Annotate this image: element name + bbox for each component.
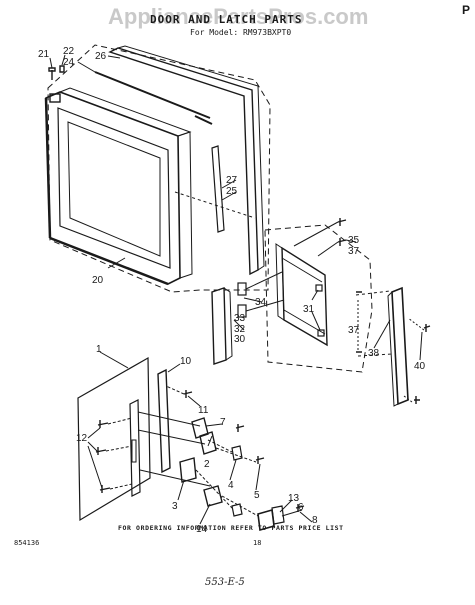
- switch-2: [199, 431, 217, 455]
- callout-3: 3: [172, 501, 178, 512]
- callout-32: 32: [234, 324, 246, 335]
- callout-33: 33: [234, 313, 246, 324]
- handwritten-note: 553-E-5: [205, 577, 245, 588]
- callout-1: 1: [96, 344, 102, 355]
- screw-40b: [414, 396, 420, 404]
- callout-37-lower: 37: [348, 325, 360, 336]
- callout-22: 22: [63, 46, 75, 57]
- mounting-plate: [77, 356, 151, 522]
- latch-group-outline: [264, 224, 373, 373]
- screw-21: [48, 67, 56, 80]
- latch-hook-upper: [237, 282, 247, 296]
- door-side-strip: [211, 145, 225, 233]
- callout-4: 4: [228, 480, 234, 491]
- callout-35: 35: [348, 235, 360, 246]
- callout-34: 34: [255, 297, 267, 308]
- screw-12a: [97, 420, 109, 428]
- callout-11: 11: [198, 405, 209, 416]
- callout-8: 8: [312, 515, 318, 526]
- callout-20: 20: [92, 275, 104, 286]
- diagram-title: DOOR AND LATCH PARTS: [150, 13, 303, 26]
- screw-12c: [99, 485, 111, 493]
- switch-3: [179, 457, 197, 483]
- callout-2: 2: [204, 459, 210, 470]
- callout-38: 38: [368, 348, 380, 359]
- callout-27: 27: [226, 175, 238, 186]
- ordering-note: FOR ORDERING INFORMATION REFER TO PARTS …: [118, 524, 344, 532]
- door-seal-strip: [94, 71, 211, 119]
- callout-14: 14: [196, 524, 208, 535]
- callout-13: 13: [288, 493, 300, 504]
- model-subtitle: For Model: RM973BXPT0: [190, 28, 292, 37]
- callout-24: 24: [63, 57, 75, 68]
- actuator-4: [231, 445, 243, 461]
- door-corner-detail: [49, 93, 61, 103]
- callout-5: 5: [254, 490, 260, 501]
- switch-6: [271, 505, 285, 525]
- latch-rail-right: [157, 368, 171, 474]
- clip-22: [59, 65, 65, 73]
- screw-11: [183, 390, 193, 398]
- door-window: [67, 121, 161, 257]
- screw-5: [255, 456, 265, 464]
- callout-37-upper: 37: [348, 246, 360, 257]
- page-number: 18: [253, 539, 262, 547]
- callout-40: 40: [414, 361, 426, 372]
- drawing-code: 854136: [14, 539, 40, 547]
- door-group-outline: [47, 44, 271, 293]
- corner-mark: P: [462, 3, 471, 17]
- latch-rail-left: [129, 399, 141, 497]
- callout-21: 21: [38, 49, 50, 60]
- screw-35: [337, 218, 347, 226]
- callout-25: 25: [226, 186, 238, 197]
- callout-6: 6: [298, 502, 304, 513]
- latch-lever: [211, 287, 227, 365]
- callout-30: 30: [234, 334, 246, 345]
- callout-10: 10: [180, 356, 192, 367]
- door-choke-strip: [108, 47, 259, 276]
- screw-37a: [337, 238, 347, 246]
- switch-14: [203, 485, 223, 507]
- screw-37b: [356, 291, 362, 353]
- callout-12: 12: [76, 433, 88, 444]
- switch-13: [257, 508, 275, 532]
- screw-40a: [423, 324, 431, 332]
- watermark: AppliancePartsPros.com: [108, 4, 369, 29]
- switch-bracket-7: [191, 417, 209, 439]
- callout-26: 26: [95, 51, 107, 62]
- callout-7: 7: [220, 417, 226, 428]
- screw-4: [235, 424, 245, 432]
- callout-31: 31: [303, 304, 315, 315]
- screw-8: [295, 504, 305, 512]
- door-frame-inner: [57, 107, 171, 269]
